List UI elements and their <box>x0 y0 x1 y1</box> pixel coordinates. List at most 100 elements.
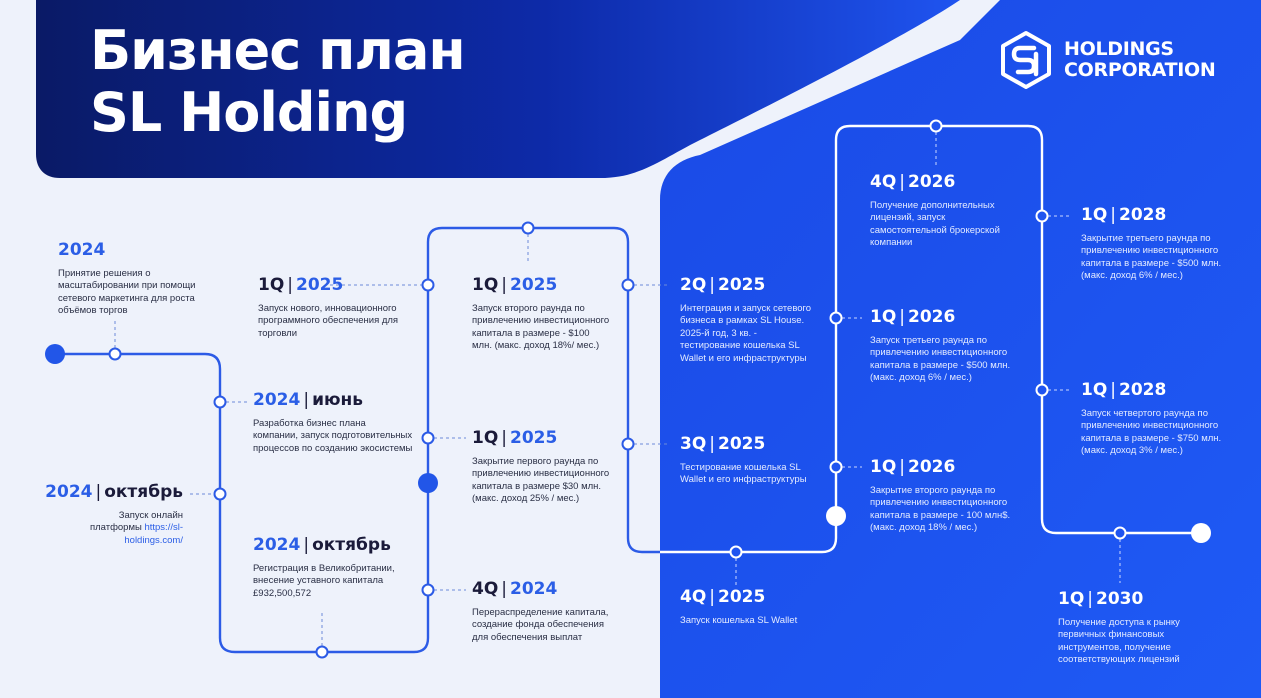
event-description: Запуск онлайн платформы <box>89 510 183 534</box>
event-year: 2025 <box>718 275 766 295</box>
event-period: 1Q <box>870 457 897 477</box>
event-year: июнь <box>312 390 363 410</box>
timeline-event-1q-2025-round1-close: 1Q|2025 Закрытие первого раунда по привл… <box>472 428 612 506</box>
event-year: 2030 <box>1096 589 1144 609</box>
event-period: 3Q <box>680 434 707 454</box>
event-year: 2024 <box>510 579 558 599</box>
timeline-event-2024-october-registration: 2024|октябрь Регистрация в Великобритани… <box>253 535 413 600</box>
timeline-node <box>315 645 329 659</box>
timeline-node <box>621 278 635 292</box>
event-period: 4Q <box>472 579 499 599</box>
timeline-event-2q-2025: 2Q|2025 Интеграция и запуск сетевого биз… <box>680 275 820 365</box>
event-period: 4Q <box>870 172 897 192</box>
event-description: Получение дополнительных лицензий, запус… <box>870 200 1000 249</box>
event-description: Закрытие первого раунда по привлечению и… <box>472 456 610 505</box>
header-banner <box>36 0 960 178</box>
event-year: октябрь <box>312 535 391 555</box>
logo-line2: CORPORATION <box>1064 59 1216 81</box>
timeline-event-1q-2025-round2: 1Q|2025 Запуск второго раунда по привлеч… <box>472 275 612 353</box>
page-title: Бизнес план SL Holding <box>90 19 466 144</box>
timeline-event-1q-2026-round2-close: 1Q|2026 Закрытие второго раунда по привл… <box>870 457 1030 535</box>
event-year: 2025 <box>510 275 558 295</box>
platform-link[interactable]: https://sl-holdings.com/ <box>124 522 183 546</box>
event-year: 2028 <box>1119 205 1167 225</box>
event-period: 1Q <box>472 275 499 295</box>
event-period: 1Q <box>258 275 285 295</box>
timeline-event-1q-2030: 1Q|2030 Получение доступа к рынку первич… <box>1058 589 1218 667</box>
timeline-node <box>421 583 435 597</box>
event-description: Интеграция и запуск сетевого бизнеса в р… <box>680 303 812 364</box>
timeline-event-1q-2026-round3: 1Q|2026 Запуск третьего раунда по привле… <box>870 307 1020 385</box>
timeline-event-4q-2024: 4Q|2024 Перераспределение капитала, созд… <box>472 579 612 644</box>
timeline-node <box>621 437 635 451</box>
event-description: Запуск третьего раунда по привлечению ин… <box>870 335 1011 384</box>
event-year: 2025 <box>510 428 558 448</box>
event-period: 2024 <box>253 390 301 410</box>
timeline-node <box>729 545 743 559</box>
event-year: 2025 <box>296 275 344 295</box>
timeline-event-4q-2025: 4Q|2025 Запуск кошелька SL Wallet <box>680 587 830 627</box>
event-description: Принятие решения о масштабировании при п… <box>58 268 196 317</box>
event-description: Запуск кошелька SL Wallet <box>680 615 798 626</box>
timeline-start-dot <box>45 344 65 364</box>
event-description: Перераспределение капитала, создание фон… <box>472 607 609 643</box>
timeline-node <box>829 311 843 325</box>
event-year: 2026 <box>908 172 956 192</box>
event-period: 4Q <box>680 587 707 607</box>
timeline-node <box>1035 209 1049 223</box>
timeline-node <box>1035 383 1049 397</box>
timeline-big-dot <box>826 506 846 526</box>
event-description: Запуск второго раунда по привлечению инв… <box>472 303 610 352</box>
event-year: 2026 <box>908 457 956 477</box>
event-description: Запуск четвертого раунда по привлечению … <box>1081 408 1222 457</box>
timeline-node <box>421 431 435 445</box>
event-year: октябрь <box>104 482 183 502</box>
event-period: 1Q <box>472 428 499 448</box>
timeline-node <box>829 460 843 474</box>
event-description: Разработка бизнес плана компании, запуск… <box>253 418 413 454</box>
page-title-line1: Бизнес план <box>90 19 466 82</box>
timeline-event-4q-2026: 4Q|2026 Получение дополнительных лицензи… <box>870 172 1020 250</box>
event-period: 1Q <box>1081 205 1108 225</box>
timeline-node <box>108 347 122 361</box>
timeline-event-1q-2028-round3-close: 1Q|2028 Закрытие третьего раунда по прив… <box>1081 205 1231 283</box>
event-period: 2Q <box>680 275 707 295</box>
timeline-node <box>213 487 227 501</box>
event-period: 1Q <box>870 307 897 327</box>
timeline-node <box>421 278 435 292</box>
timeline-event-1q-2028-round4: 1Q|2028 Запуск четвертого раунда по прив… <box>1081 380 1231 458</box>
event-year: 2025 <box>718 434 766 454</box>
company-logo: HOLDINGS CORPORATION <box>998 30 1216 90</box>
timeline-node <box>929 119 943 133</box>
event-description: Запуск нового, инновационного программно… <box>258 303 399 339</box>
timeline-event-2024-october-platform: 2024|октябрь Запуск онлайн платформы htt… <box>45 482 183 546</box>
timeline-event-3q-2025: 3Q|2025 Тестирование кошелька SL Wallet … <box>680 434 820 487</box>
logo-line1: HOLDINGS <box>1064 38 1174 60</box>
event-period: 2024 <box>45 482 93 502</box>
event-description: Закрытие третьего раунда по привлечению … <box>1081 233 1222 282</box>
sl-hexagon-logo-icon <box>1001 31 1051 89</box>
timeline-node <box>521 221 535 235</box>
event-year: 2025 <box>718 587 766 607</box>
event-description: Регистрация в Великобритании, внесение у… <box>253 563 395 599</box>
event-period: 1Q <box>1081 380 1108 400</box>
event-description: Получение доступа к рынку первичных фина… <box>1058 617 1180 666</box>
timeline-event-1q-2025-software: 1Q|2025 Запуск нового, инновационного пр… <box>258 275 408 340</box>
right-blue-panel <box>660 0 1261 698</box>
event-year: 2026 <box>908 307 956 327</box>
timeline-end-dot <box>1191 523 1211 543</box>
event-period: 2024 <box>253 535 301 555</box>
page-title-line2: SL Holding <box>90 81 408 144</box>
timeline-event-2024-june: 2024|июнь Разработка бизнес плана компан… <box>253 390 413 454</box>
event-period: 1Q <box>1058 589 1085 609</box>
event-year: 2024 <box>58 240 106 260</box>
timeline-node <box>1113 526 1127 540</box>
timeline-node <box>213 395 227 409</box>
event-description: Тестирование кошелька SL Wallet и его ин… <box>680 462 807 486</box>
timeline-big-dot <box>418 473 438 493</box>
timeline-event-2024: 2024 Принятие решения о масштабировании … <box>58 240 223 318</box>
event-year: 2028 <box>1119 380 1167 400</box>
event-description: Закрытие второго раунда по привлечению и… <box>870 485 1011 534</box>
